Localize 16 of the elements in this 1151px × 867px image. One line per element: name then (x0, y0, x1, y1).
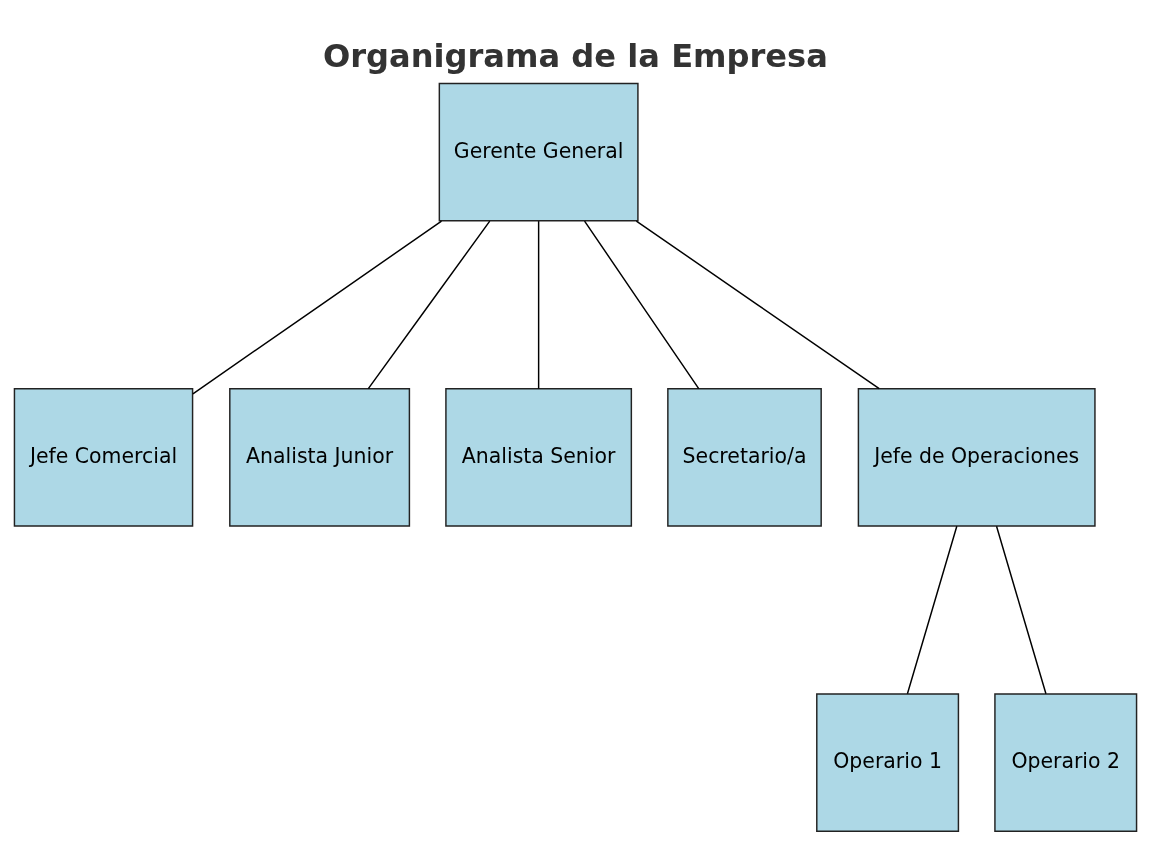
node-box: Operario 2 (994, 692, 1138, 832)
connector (906, 525, 958, 695)
node-box: Analista Junior (229, 387, 411, 527)
node-box: Analista Senior (445, 387, 633, 527)
diagram-title: Organigrama de la Empresa (322, 36, 828, 75)
connector (635, 219, 880, 389)
node-box: Jefe Comercial (13, 387, 194, 527)
node-box: Jefe de Operaciones (857, 387, 1096, 527)
node-box: Secretario/a (667, 387, 822, 527)
node-box: Gerente General (438, 82, 639, 222)
connector (995, 525, 1047, 695)
connector (367, 219, 491, 389)
connector (192, 219, 443, 395)
connector (583, 219, 700, 389)
connector (537, 219, 540, 389)
node-box: Operario 1 (816, 692, 960, 832)
